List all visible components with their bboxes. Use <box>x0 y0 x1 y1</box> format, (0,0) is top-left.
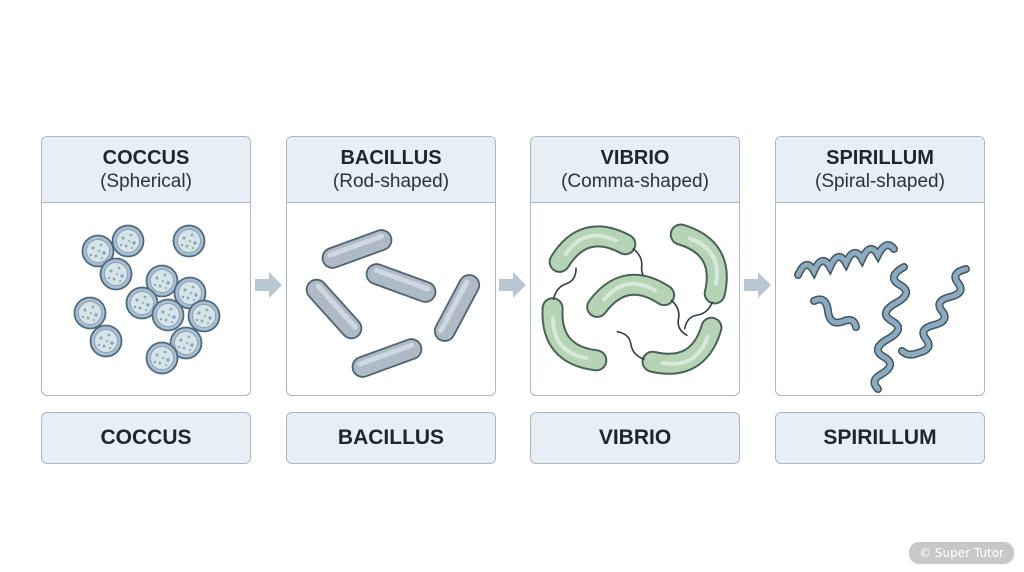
arrow-right-icon <box>255 272 282 298</box>
panel-subtitle: (Comma-shaped) <box>561 171 709 192</box>
panel-title: BACILLUS <box>340 147 442 169</box>
coccus-illustration <box>73 224 221 375</box>
panel-spirillum: SPIRILLUM (Spiral-shaped) <box>775 136 985 396</box>
panel-title: COCCUS <box>102 147 190 169</box>
panel-coccus: COCCUS (Spherical) <box>41 136 251 396</box>
panel-title: VIBRIO <box>600 147 670 169</box>
arrow-right-icon <box>744 272 771 298</box>
panel-header: VIBRIO (Comma-shaped) <box>531 137 739 203</box>
vibrio-illustration <box>531 203 739 395</box>
label-spirillum: SPIRILLUM <box>775 412 985 464</box>
panel-header: SPIRILLUM (Spiral-shaped) <box>776 137 984 203</box>
panel-subtitle: (Spherical) <box>100 171 192 192</box>
panel-vibrio: VIBRIO (Comma-shaped) <box>530 136 740 396</box>
panel-title: SPIRILLUM <box>826 147 934 169</box>
panel-bacillus: BACILLUS (Rod-shaped) <box>286 136 496 396</box>
label-bacillus: BACILLUS <box>286 412 496 464</box>
panel-subtitle: (Spiral-shaped) <box>815 171 945 192</box>
spirillum-illustration <box>794 241 970 393</box>
label-vibrio: VIBRIO <box>530 412 740 464</box>
panel-header: COCCUS (Spherical) <box>42 137 250 203</box>
panel-header: BACILLUS (Rod-shaped) <box>287 137 495 203</box>
label-coccus: COCCUS <box>41 412 251 464</box>
panel-subtitle: (Rod-shaped) <box>332 171 450 192</box>
arrow-right-icon <box>499 272 526 298</box>
bacillus-illustration <box>301 226 484 381</box>
watermark: © Super Tutor <box>909 542 1014 564</box>
